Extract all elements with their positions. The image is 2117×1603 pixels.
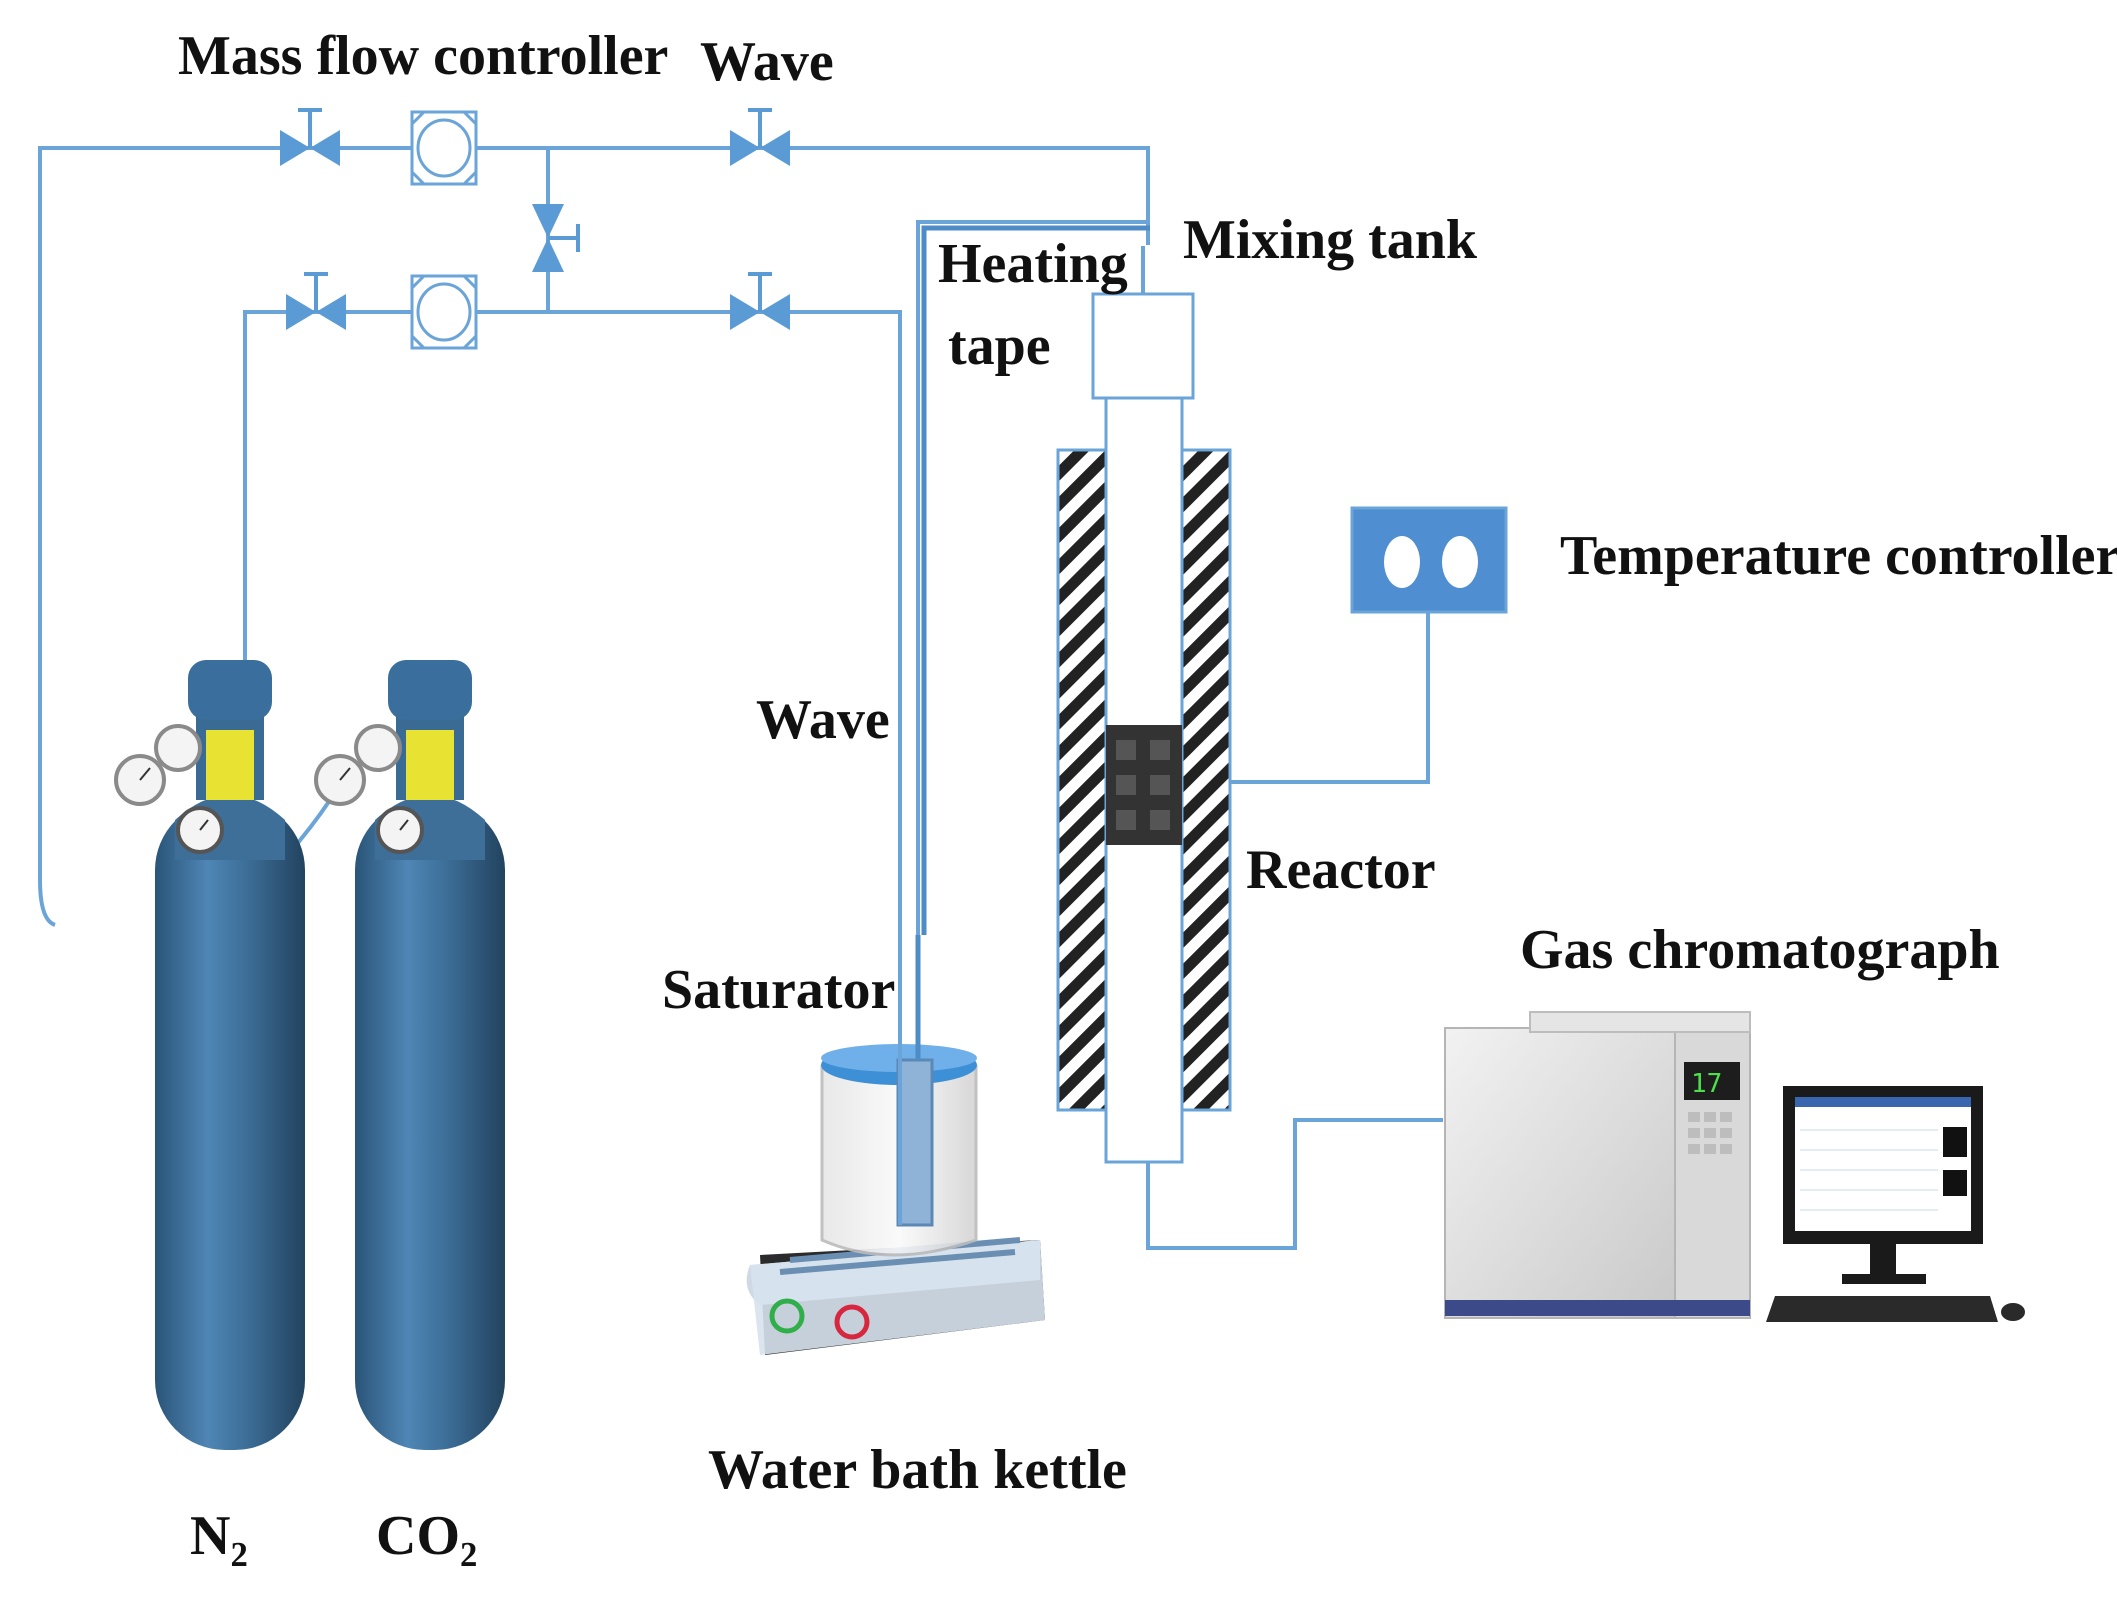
n2-line: [38, 146, 1150, 927]
co2-label-base: CO: [376, 1505, 460, 1567]
needle-valve-icon: [730, 272, 790, 330]
heating-label: Heating: [938, 233, 1128, 295]
reactor: [1056, 396, 1232, 1164]
co2-cylinder: [314, 660, 505, 1450]
temperature-controller: [1350, 506, 1508, 614]
wave-side-label: Wave: [756, 689, 890, 751]
co2-label-subscript: 2: [460, 1535, 478, 1575]
mixing-tank: [1091, 292, 1195, 400]
to-gc-line: [1146, 1118, 1443, 1250]
tape-label: tape: [948, 315, 1051, 377]
to-controller-line: [1230, 612, 1430, 784]
temperature-controller-label: Temperature controller: [1560, 525, 2117, 587]
n2-label-base: N: [190, 1505, 231, 1567]
gas-chromatograph-label: Gas chromatograph: [1520, 919, 2000, 981]
saturator: [820, 935, 978, 1257]
wave-top-label: Wave: [700, 31, 834, 93]
n2-label: N2: [190, 1505, 248, 1574]
mass-flow-meter-icon: [410, 274, 478, 350]
co2-label: CO2: [376, 1505, 477, 1574]
computer-monitor-icon: [1766, 1086, 2025, 1322]
heating-tape: [921, 225, 1150, 935]
gas-chromatograph: 17: [1444, 1011, 1751, 1319]
n2-cylinder: [114, 660, 305, 1450]
needle-valve-icon: [286, 272, 346, 330]
water-bath-kettle-label: Water bath kettle: [708, 1439, 1127, 1501]
needle-valve-icon: [532, 204, 580, 272]
reactor-label: Reactor: [1246, 839, 1436, 901]
n2-label-subscript: 2: [230, 1535, 248, 1575]
water-bath-kettle: [746, 1237, 1045, 1355]
co2-line: [228, 310, 902, 950]
mouse: [2001, 1303, 2025, 1321]
heating-tape-line: [916, 220, 1148, 935]
needle-valve-icon: [280, 108, 340, 166]
needle-valve-icon: [730, 108, 790, 166]
pressure-gauge-icon: [314, 724, 424, 854]
keyboard: [1766, 1296, 1998, 1322]
mass-flow-controller-label: Mass flow controller: [178, 25, 669, 87]
pressure-gauge-icon: [114, 724, 224, 854]
svg-text:17: 17: [1691, 1069, 1722, 1099]
saturator-label: Saturator: [662, 959, 896, 1021]
mass-flow-meter-icon: [410, 110, 478, 186]
mixing-tank-label: Mixing tank: [1183, 209, 1478, 271]
